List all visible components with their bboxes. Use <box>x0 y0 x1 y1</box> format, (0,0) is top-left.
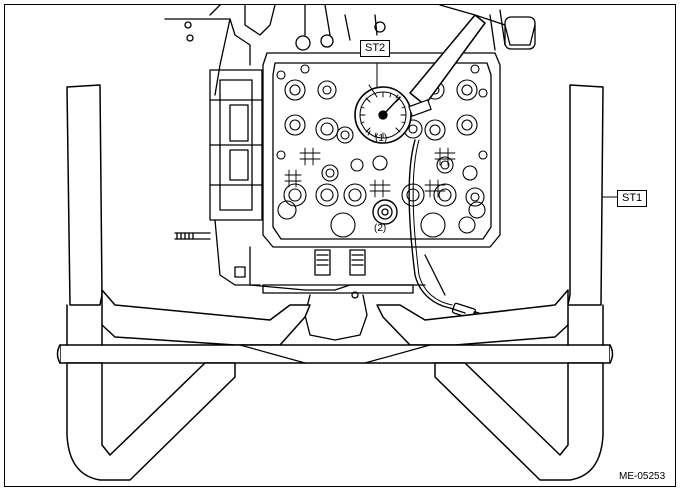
part-2-label: (2) <box>374 223 387 234</box>
st1-label: ST1 <box>617 190 648 207</box>
part-1-label: (1) <box>375 133 388 144</box>
engine-lower-block <box>234 246 446 341</box>
engine-stand-illustration <box>56 5 618 481</box>
sensor-wire <box>408 139 466 314</box>
figure-frame: ST2 ST1 (1) (2) ME-05253 <box>4 4 676 487</box>
wrench-handle <box>409 14 486 106</box>
cylinder-head <box>262 52 501 248</box>
engine-block <box>164 5 536 286</box>
figure-id: ME-05253 <box>619 471 666 482</box>
engine-stand-st1 <box>56 84 614 481</box>
st2-label: ST2 <box>360 40 391 57</box>
angle-gauge-st2 <box>354 14 486 144</box>
spark-plug-hole <box>372 199 398 225</box>
